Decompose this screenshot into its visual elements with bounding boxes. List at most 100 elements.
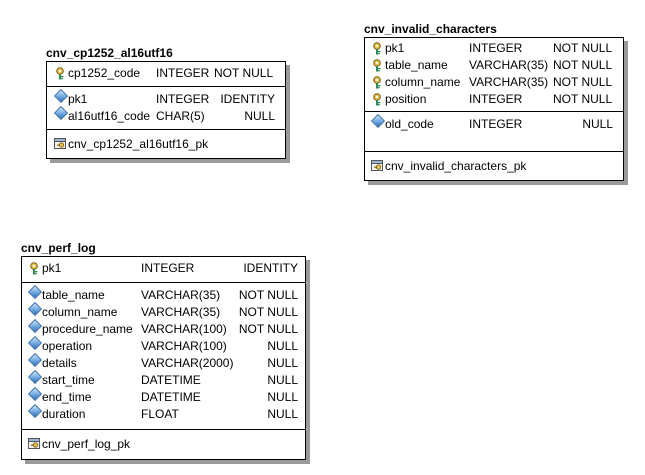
primary-key-icon [28, 438, 40, 449]
pk-section: cnv_invalid_characters_pk [365, 152, 623, 180]
column-type: VARCHAR(100) [141, 322, 227, 336]
diamond-icon [370, 113, 386, 129]
column-type: INTEGER [156, 92, 210, 106]
key-icon [373, 59, 381, 72]
key-icon [373, 76, 381, 89]
column-row[interactable]: pk1 INTEGER IDENTITY [22, 260, 305, 277]
column-name: column_name [42, 305, 118, 319]
column-row[interactable]: position INTEGER NOT NULL [365, 91, 623, 108]
column-nullability: NOT NULL [214, 66, 274, 80]
entity-title: cnv_cp1252_al16utf16 [46, 46, 173, 60]
entity-box[interactable]: cp1252_code INTEGER NOT NULL pk1 INTEGER… [46, 61, 286, 159]
column-nullability: NULL [244, 109, 275, 123]
columns-section: old_code INTEGER NULL [365, 112, 623, 152]
key-icon [56, 67, 64, 80]
pk-section: cnv_cp1252_al16utf16_pk [47, 130, 285, 158]
column-name: cp1252_code [68, 66, 141, 80]
column-nullability: NULL [582, 117, 613, 131]
entity-cnv-invalid-characters[interactable]: cnv_invalid_characters pk1 INTEGER NOT N… [364, 21, 624, 181]
column-nullability: NOT NULL [553, 75, 613, 89]
column-type: VARCHAR(35) [141, 305, 221, 319]
column-row[interactable]: operation VARCHAR(100) NULL [22, 335, 305, 355]
column-type: CHAR(5) [156, 109, 205, 123]
column-row[interactable]: duration FLOAT NULL [22, 403, 305, 423]
column-name: procedure_name [42, 322, 133, 336]
diamond-icon [27, 318, 43, 334]
entity-box[interactable]: pk1 INTEGER NOT NULL table_name VARCHAR(… [364, 37, 624, 181]
column-nullability: IDENTITY [243, 261, 298, 275]
diamond-icon [27, 386, 43, 402]
column-type: INTEGER [141, 261, 195, 275]
column-name: table_name [385, 58, 448, 72]
entity-cnv-perf-log[interactable]: cnv_perf_log pk1 INTEGER IDENTITY table_… [21, 240, 306, 460]
column-row[interactable]: pk1 INTEGER NOT NULL [365, 40, 623, 57]
column-type: VARCHAR(35) [469, 58, 549, 72]
column-name: end_time [42, 390, 92, 404]
key-icon [373, 42, 381, 55]
columns-section: pk1 INTEGER IDENTITY al16utf16_code CHAR… [47, 87, 285, 130]
column-nullability: NOT NULL [553, 41, 613, 55]
column-name: pk1 [42, 261, 62, 275]
pk-constraint-row[interactable]: cnv_perf_log_pk [22, 434, 305, 454]
key-icon [373, 93, 381, 106]
column-name: operation [42, 339, 93, 353]
column-nullability: NULL [267, 339, 298, 353]
column-type: VARCHAR(100) [141, 339, 227, 353]
column-type: FLOAT [141, 407, 179, 421]
primary-key-icon [371, 160, 383, 171]
column-nullability: NULL [267, 390, 298, 404]
column-type: INTEGER [469, 117, 523, 131]
column-name: duration [42, 407, 86, 421]
column-name: old_code [385, 117, 434, 131]
column-nullability: NULL [267, 356, 298, 370]
column-name: table_name [42, 288, 105, 302]
entity-cnv-cp1252-al16utf16[interactable]: cnv_cp1252_al16utf16 cp1252_code INTEGER… [46, 45, 286, 159]
entity-title: cnv_invalid_characters [364, 22, 497, 36]
diamond-icon [27, 352, 43, 368]
pk-constraint-row[interactable]: cnv_cp1252_al16utf16_pk [47, 134, 285, 154]
diamond-icon [27, 403, 43, 419]
column-row[interactable]: details VARCHAR(2000) NULL [22, 352, 305, 372]
column-nullability: NOT NULL [238, 322, 298, 336]
column-type: INTEGER [156, 66, 210, 80]
columns-section: table_name VARCHAR(35) NOT NULL column_n… [22, 283, 305, 430]
entity-box[interactable]: pk1 INTEGER IDENTITY table_name VARCHAR(… [21, 256, 306, 460]
column-row[interactable]: old_code INTEGER NULL [365, 113, 623, 133]
column-type: INTEGER [469, 41, 523, 55]
column-row[interactable]: procedure_name VARCHAR(100) NOT NULL [22, 318, 305, 338]
column-row[interactable]: end_time DATETIME NULL [22, 386, 305, 406]
column-row[interactable]: pk1 INTEGER IDENTITY [47, 88, 285, 108]
key-icon [30, 262, 38, 275]
column-type: DATETIME [141, 390, 201, 404]
column-row[interactable]: start_time DATETIME NULL [22, 369, 305, 389]
column-row[interactable]: cp1252_code INTEGER NOT NULL [47, 65, 285, 82]
pk-constraint-row[interactable]: cnv_invalid_characters_pk [365, 156, 623, 176]
entity-title: cnv_perf_log [21, 241, 96, 255]
column-nullability: NULL [267, 373, 298, 387]
column-name: position [385, 92, 427, 106]
column-row[interactable]: table_name VARCHAR(35) NOT NULL [365, 57, 623, 74]
column-row[interactable]: table_name VARCHAR(35) NOT NULL [22, 284, 305, 304]
column-row[interactable]: column_name VARCHAR(35) NOT NULL [365, 74, 623, 91]
column-nullability: IDENTITY [220, 92, 275, 106]
column-name: column_name [385, 75, 461, 89]
pk-constraint-name: cnv_invalid_characters_pk [385, 159, 527, 173]
pk-constraint-name: cnv_perf_log_pk [42, 437, 131, 451]
column-type: INTEGER [469, 92, 523, 106]
column-type: VARCHAR(35) [469, 75, 549, 89]
diamond-icon [27, 284, 43, 300]
column-type: VARCHAR(35) [141, 288, 221, 302]
column-nullability: NOT NULL [238, 288, 298, 302]
column-name: al16utf16_code [68, 109, 151, 123]
column-row[interactable]: al16utf16_code CHAR(5) NULL [47, 105, 285, 125]
diamond-icon [27, 301, 43, 317]
diamond-icon [27, 369, 43, 385]
diamond-icon [53, 105, 69, 121]
column-nullability: NULL [267, 407, 298, 421]
pk-constraint-name: cnv_cp1252_al16utf16_pk [68, 137, 209, 151]
column-name: pk1 [68, 92, 88, 106]
column-row[interactable]: column_name VARCHAR(35) NOT NULL [22, 301, 305, 321]
key-section: cp1252_code INTEGER NOT NULL [47, 62, 285, 87]
diamond-icon [53, 88, 69, 104]
primary-key-icon [54, 138, 66, 149]
